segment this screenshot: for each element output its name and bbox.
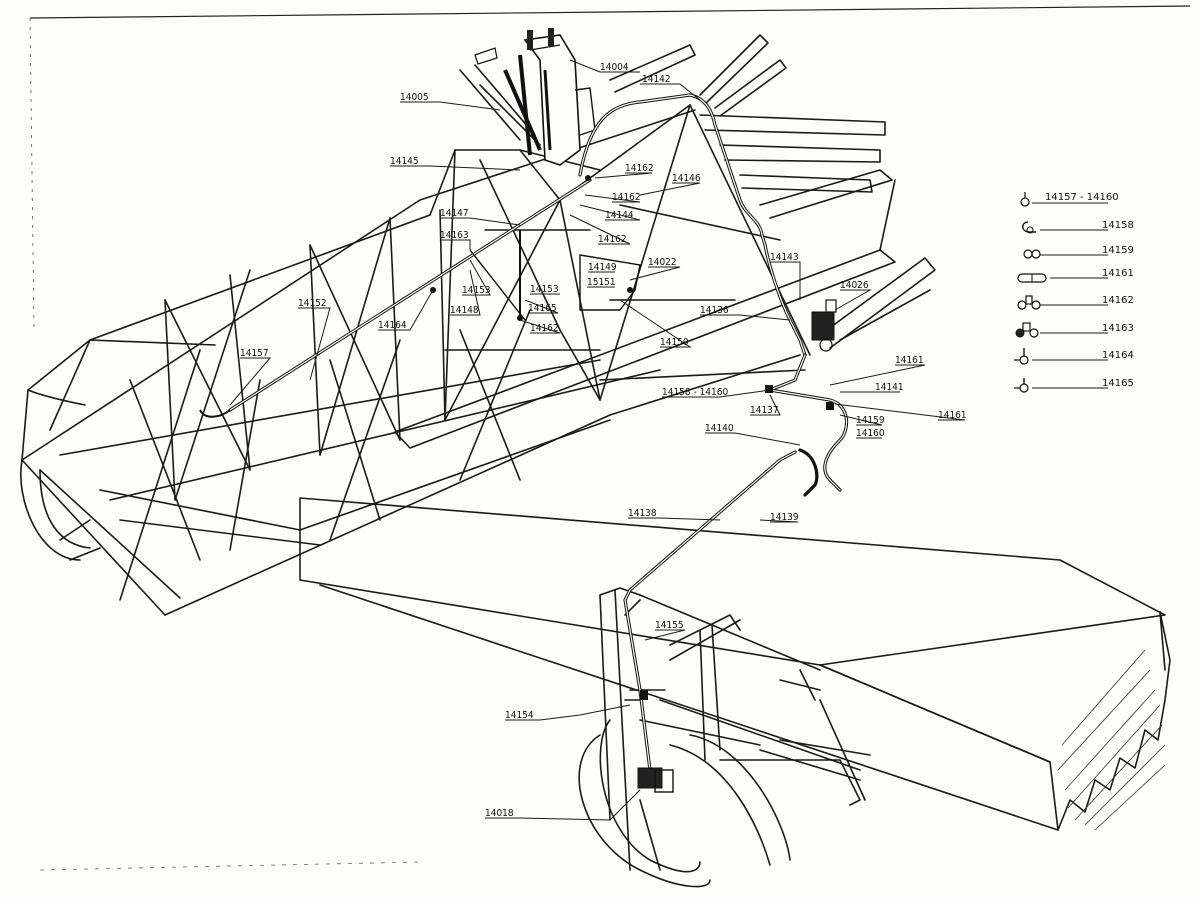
callout-14155: 14155 xyxy=(655,620,684,631)
callout-14018: 14018 xyxy=(485,808,514,819)
sleeve-fitting-icon xyxy=(1017,273,1047,283)
callout-14141: 14141 xyxy=(875,382,904,393)
callout-14162: 14162 xyxy=(625,163,654,174)
callout-14022: 14022 xyxy=(648,257,677,268)
fittings-legend: 14157 - 14160 14158 14159 14161 14162 14… xyxy=(1014,192,1134,393)
fuel-lines xyxy=(199,93,849,772)
callout-14159: 14159 xyxy=(856,415,885,426)
callout-14153: 14153 xyxy=(530,284,559,295)
callout-14026: 14026 xyxy=(840,280,869,291)
legend-label: 14164 xyxy=(1102,350,1134,361)
callout-14145: 14145 xyxy=(390,156,419,167)
branch-fitting-icon xyxy=(1014,348,1029,365)
callout-14136: 14136 xyxy=(700,305,729,316)
callout-14143: 14143 xyxy=(770,252,799,263)
cross-fitting-icon xyxy=(1017,295,1041,310)
legend-label: 14165 xyxy=(1102,378,1134,389)
callout-14164: 14164 xyxy=(378,320,407,331)
legend-label: 14158 xyxy=(1102,220,1134,231)
callout-14147: 14147 xyxy=(440,208,469,219)
callout-14149: 14149 xyxy=(588,262,617,273)
callout-14165: 14165 xyxy=(528,303,557,314)
callout-14142: 14142 xyxy=(642,74,671,85)
callout-14139: 14139 xyxy=(770,512,799,523)
broken-end-hatch xyxy=(1057,649,1166,831)
callout-14138: 14138 xyxy=(628,508,657,519)
legend-label: 14163 xyxy=(1102,323,1134,334)
double-tee-fitting-icon xyxy=(1015,322,1039,338)
callout-14150: 14150 xyxy=(660,337,689,348)
callout-14162: 14162 xyxy=(598,234,627,245)
legend-label: 14157 - 14160 xyxy=(1045,192,1119,203)
callout-14162: 14162 xyxy=(612,192,641,203)
callout-14160: 14160 xyxy=(856,428,885,439)
legend-label: 14162 xyxy=(1102,295,1134,306)
callout-14005: 14005 xyxy=(400,92,429,103)
elbow-fitting-icon xyxy=(1022,221,1036,234)
carburettor-lower xyxy=(637,767,674,793)
callout-14152: 14152 xyxy=(298,298,327,309)
callout-14137: 14137 xyxy=(750,405,779,416)
fuel-pump-upper xyxy=(811,299,837,352)
end-fitting-icon xyxy=(1014,378,1029,393)
callout-14148: 14148 xyxy=(450,305,479,316)
callout-14154: 14154 xyxy=(505,710,534,721)
callout-14144: 14144 xyxy=(605,210,634,221)
callout-15151: 15151 xyxy=(587,277,616,288)
callout-14004: 14004 xyxy=(600,62,629,73)
callout-leaders xyxy=(229,59,1108,821)
tail-boom-beam xyxy=(299,497,1171,831)
wing-spar xyxy=(394,179,896,449)
callout-14163: 14163 xyxy=(440,230,469,241)
callout-14161: 14161 xyxy=(938,410,967,421)
sheet-border xyxy=(29,5,1191,871)
landing-gear xyxy=(578,587,871,888)
union-fitting-icon xyxy=(1023,249,1041,259)
callout-14157: 14157 xyxy=(240,348,269,359)
callout-14153: 14153 xyxy=(462,285,491,296)
callout-14146: 14146 xyxy=(672,173,701,184)
callout-14140: 14140 xyxy=(705,423,734,434)
fuel-tank xyxy=(474,28,596,166)
legend-label: 14159 xyxy=(1102,245,1134,256)
legend-label: 14161 xyxy=(1102,268,1134,279)
callout-14162: 14162 xyxy=(530,323,559,334)
callout-14161: 14161 xyxy=(895,355,924,366)
callout-labels: 14004 14142 14005 14145 14162 14146 1416… xyxy=(240,62,967,819)
tee-fitting-icon xyxy=(1020,192,1030,207)
upper-tubes xyxy=(459,34,936,349)
callout-14158-14160: 14158 - 14160 xyxy=(662,387,728,398)
fuselage-truss xyxy=(20,104,811,616)
small-fittings xyxy=(430,175,834,700)
